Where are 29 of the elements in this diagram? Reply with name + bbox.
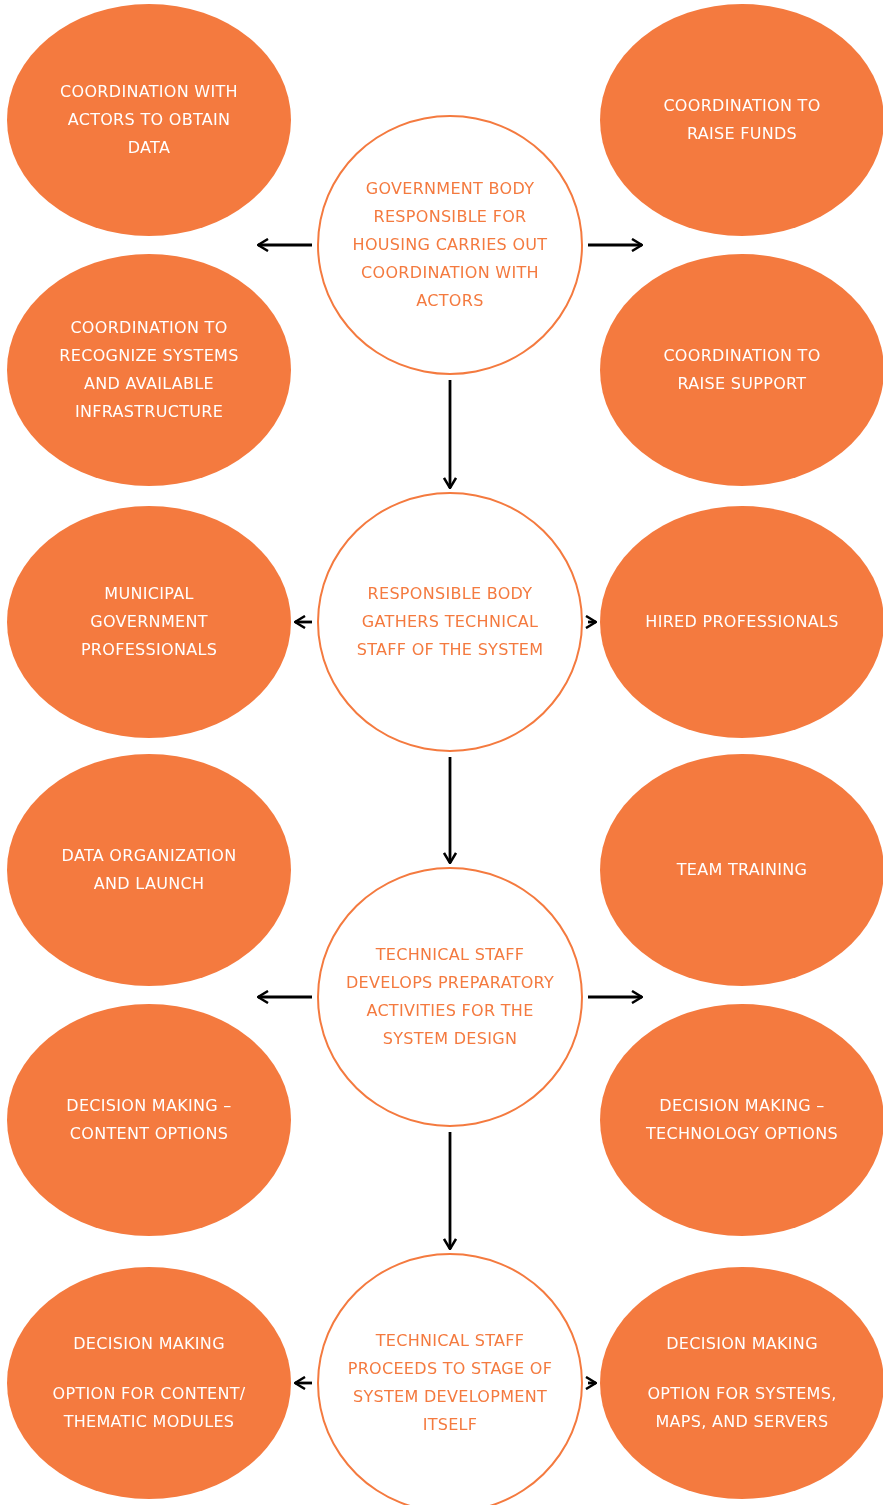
node-text: DECISION MAKING – CONTENT OPTIONS — [65, 1095, 233, 1145]
node-text: MUNICIPAL GOVERNMENT PROFESSIONALS — [79, 583, 219, 661]
node-text: OPTION FOR SYSTEMS, MAPS, AND SERVERS — [646, 1383, 838, 1433]
node-text: TECHNICAL STAFF DEVELOPS PREPARATORY ACTIVITIES FOR THE SYSTEM DESIGN — [344, 944, 556, 1050]
node-text: DECISION MAKING — [665, 1333, 819, 1355]
node-text: GOVERNMENT BODY RESPONSIBLE FOR HOUSING CARRIES OUT COORDINATION WITH ACTORS — [351, 178, 549, 312]
node-text: COORDINATION TO RAISE SUPPORT — [662, 345, 822, 395]
node-text: DECISION MAKING – TECHNOLOGY OPTIONS — [645, 1095, 839, 1145]
node-text: RESPONSIBLE BODY GATHERS TECHNICAL STAFF OF THE SYSTEM — [355, 583, 545, 661]
arrow — [442, 1132, 458, 1251]
node-text: TEAM TRAINING — [675, 859, 809, 881]
arrow — [256, 989, 312, 1005]
arrow — [442, 757, 458, 865]
arrow — [293, 1375, 312, 1391]
arrow — [588, 989, 644, 1005]
node-text: DECISION MAKING — [72, 1333, 226, 1355]
node-text: HIRED PROFESSIONALS — [644, 611, 840, 633]
node-text: COORDINATION TO RAISE FUNDS — [662, 95, 822, 145]
arrow — [256, 237, 312, 253]
arrow — [584, 614, 598, 630]
arrow — [293, 614, 312, 630]
node-text: TECHNICAL STAFF PROCEEDS TO STAGE OF SYSTEM DEVELOPMENT ITSELF — [346, 1330, 554, 1436]
node-text: OPTION FOR CONTENT/ THEMATIC MODULES — [51, 1383, 247, 1433]
arrow — [442, 380, 458, 490]
arrow — [584, 1375, 598, 1391]
node-text: DATA ORGANIZATION AND LAUNCH — [60, 845, 238, 895]
arrow — [588, 237, 644, 253]
node-text: COORDINATION WITH ACTORS TO OBTAIN DATA — [59, 81, 239, 159]
node-text: COORDINATION TO RECOGNIZE SYSTEMS AND AVAILABLE INFRASTRUCTURE — [58, 317, 240, 423]
